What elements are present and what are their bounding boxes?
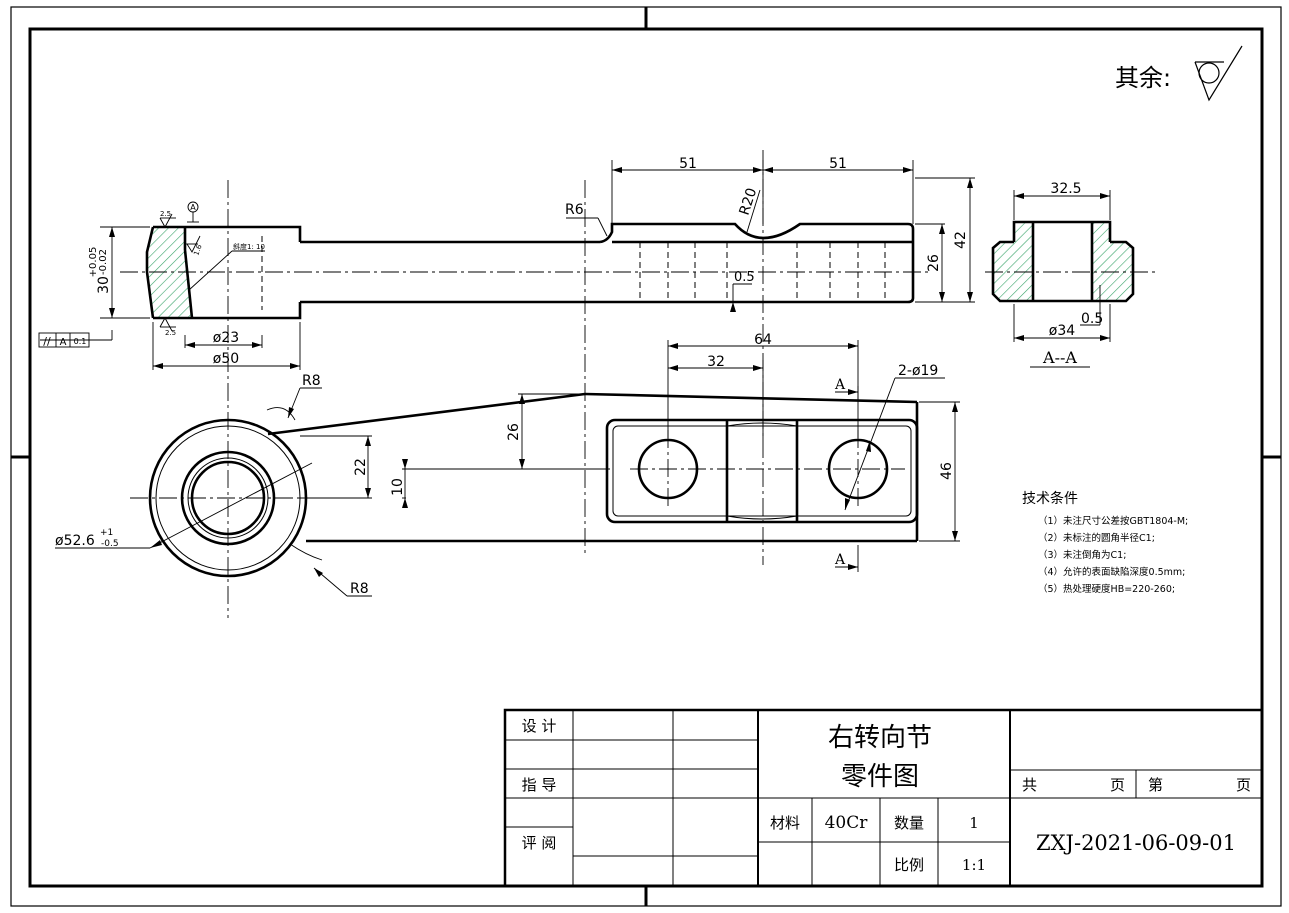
rough-16: 1.6	[192, 243, 204, 257]
dim-d52-6: ø52.6	[55, 533, 95, 549]
dim-22: 22	[353, 458, 369, 476]
tb-scale: 1:1	[962, 856, 986, 874]
dim-d34: ø34	[1049, 323, 1075, 339]
dim-d52-6-tol-lower: -0.5	[101, 539, 119, 549]
dim-d23: ø23	[213, 330, 239, 346]
dim-51-right: 51	[829, 156, 847, 172]
tb-guide: 指 导	[522, 776, 557, 794]
note-item-3: （3）未注倒角为C1;	[1038, 549, 1126, 561]
dim-64: 64	[754, 332, 772, 348]
dim-05-section: 0.5	[1081, 311, 1103, 327]
dim-holes: 2-ø19	[898, 363, 938, 379]
dim-r8-top: R8	[302, 373, 321, 389]
tol-symbol: //	[43, 335, 51, 348]
dim-51-left: 51	[679, 156, 697, 172]
tb-scale-label: 比例	[894, 856, 924, 874]
section-mark-top: A	[834, 377, 846, 393]
rough-25-top: 2.5	[160, 210, 171, 218]
tb-page-label: 页	[1110, 776, 1125, 794]
dim-r8-bottom: R8	[350, 581, 369, 597]
tb-sheet-page-label: 页	[1236, 776, 1251, 794]
dim-46: 46	[939, 462, 955, 480]
tb-material: 40Cr	[825, 813, 869, 833]
dim-30-tol-upper: +0.05	[88, 247, 99, 278]
datum-a: A	[190, 203, 196, 212]
dim-r6: R6	[565, 202, 584, 218]
section-a-a: 32.5 ø34 0.5 A--A	[985, 181, 1155, 368]
roughness-symbol-icon	[1194, 45, 1243, 102]
tb-sheet-label: 第	[1148, 776, 1163, 794]
plan-view: 64 32 2-ø19 A A 26 22 10 46 R8 R8 ø52.6 …	[55, 332, 960, 597]
dim-42: 42	[953, 231, 969, 249]
sheet-frame	[10, 6, 1282, 907]
dim-32-5: 32.5	[1050, 181, 1081, 197]
dim-32: 32	[707, 354, 725, 370]
tb-qty-label: 数量	[894, 814, 924, 832]
hatch-section-left	[147, 227, 192, 318]
tb-review: 评 阅	[522, 834, 557, 852]
hatch-section-a-right	[1092, 222, 1133, 300]
dim-r20: R20	[737, 186, 761, 217]
note-item-2: （2）未标注的圆角半径C1;	[1038, 532, 1155, 544]
notes-title: 技术条件	[1022, 490, 1078, 507]
dim-d52-6-tol-upper: +1	[100, 528, 113, 538]
tb-material-label: 材料	[770, 814, 800, 832]
dim-30: 30	[96, 276, 112, 294]
section-mark-bottom: A	[834, 552, 846, 568]
technical-notes: 技术条件 （1）未注尺寸公差按GBT1804-M; （2）未标注的圆角半径C1;…	[1022, 490, 1188, 595]
dim-26-plan: 26	[506, 423, 522, 441]
hatch-section-a-left	[993, 222, 1033, 300]
rough-25-bottom: 2.5	[165, 329, 176, 337]
tb-total-label: 共	[1022, 776, 1037, 794]
dim-d50: ø50	[213, 351, 239, 367]
tb-qty: 1	[969, 814, 979, 832]
dim-26-side: 26	[926, 254, 942, 272]
tol-datum: A	[60, 337, 67, 348]
section-title: A--A	[1042, 348, 1077, 367]
dim-10: 10	[390, 478, 406, 496]
note-item-4: （4）允许的表面缺陷深度0.5mm;	[1038, 566, 1185, 578]
note-item-5: （5）热处理硬度HB=220-260;	[1038, 583, 1175, 595]
tb-drawing-number: ZXJ-2021-06-09-01	[1036, 831, 1236, 855]
dim-05-side: 0.5	[734, 270, 755, 285]
slope-label: 斜度1: 10	[233, 242, 265, 251]
roughness-general: 其余:	[1115, 45, 1243, 102]
tb-design: 设 计	[522, 717, 557, 735]
tb-drawing-type: 零件图	[841, 762, 919, 792]
dim-30-tol-lower: -0.02	[98, 249, 109, 275]
tb-part-name: 右转向节	[828, 723, 932, 753]
title-block: 设 计 指 导 评 阅 右转向节 零件图 材料 40Cr 数量 1 比例 1:1…	[503, 708, 1264, 888]
tol-value: 0.1	[74, 337, 87, 346]
note-item-1: （1）未注尺寸公差按GBT1804-M;	[1038, 515, 1188, 527]
front-view: 51 51 R20 R6 42 26 0.5 30 +0.05 -0.02 ø2…	[38, 150, 975, 618]
roughness-label: 其余:	[1115, 64, 1171, 92]
